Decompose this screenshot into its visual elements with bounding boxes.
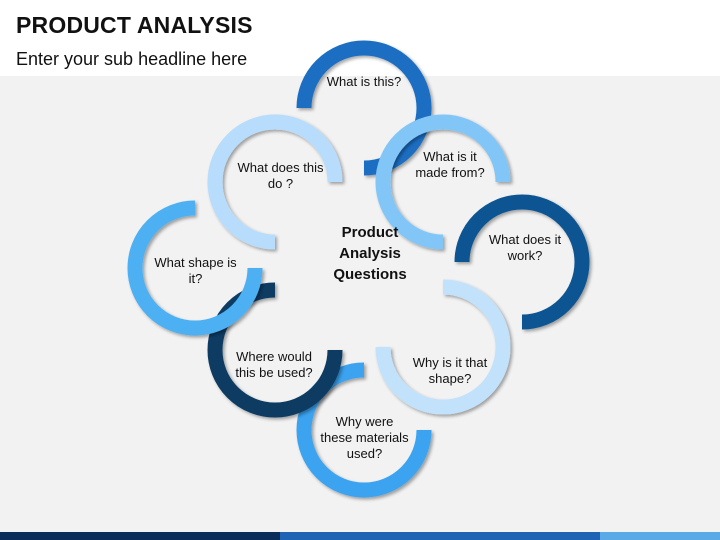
question-label-2: What is it made from?	[415, 149, 485, 180]
question-ring-1	[296, 40, 432, 176]
question-label-7: What shape is it?	[154, 255, 237, 286]
center-label: Product Analysis Questions	[333, 224, 407, 283]
question-label-6: Where would this be used?	[235, 349, 313, 380]
question-label-3: What does it work?	[488, 232, 562, 263]
bottom-bar-dark-segment	[0, 532, 280, 540]
question-label-4: Why is it that shape?	[412, 355, 488, 386]
diagram-background	[0, 76, 720, 532]
question-ring-8	[207, 114, 343, 250]
page-title: PRODUCT ANALYSIS	[16, 12, 253, 38]
question-label-8: What does this do ?	[237, 160, 324, 191]
question-label-1: What is this?	[326, 74, 402, 89]
question-ring-2	[375, 114, 511, 250]
page-subtitle: Enter your sub headline here	[16, 49, 248, 69]
question-ring-4	[375, 279, 511, 415]
question-ring-7	[127, 200, 263, 336]
bottom-bar-light-segment	[600, 532, 720, 540]
question-ring-3	[454, 194, 590, 330]
question-label-5: Why were these materials used?	[320, 414, 409, 461]
bottom-accent-bar	[0, 532, 720, 540]
bottom-bar-mid-segment	[280, 532, 600, 540]
